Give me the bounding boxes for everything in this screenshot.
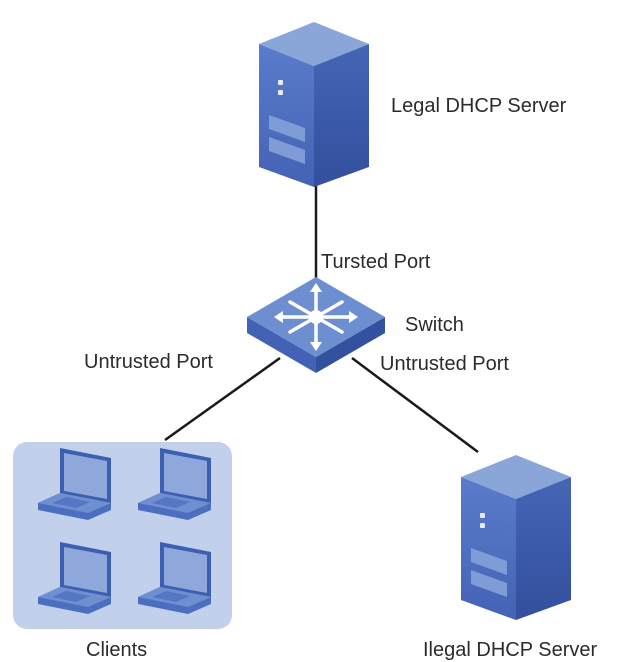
legal-server-icon [259,22,369,187]
illegal-server-label: Ilegal DHCP Server [423,639,598,661]
switch-label: Switch [405,314,464,336]
illegal-server-icon [461,455,571,620]
untrusted-port-right-label: Untrusted Port [380,353,509,375]
link-switch-clients [164,356,281,442]
trusted-port-label: Tursted Port [321,251,431,273]
clients-label: Clients [86,639,148,661]
untrusted-port-left-label: Untrusted Port [84,351,213,373]
legal-server-label: Legal DHCP Server [391,95,567,117]
clients-group [13,442,232,629]
link-switch-illegal-server [351,356,479,454]
switch-icon [247,277,385,373]
